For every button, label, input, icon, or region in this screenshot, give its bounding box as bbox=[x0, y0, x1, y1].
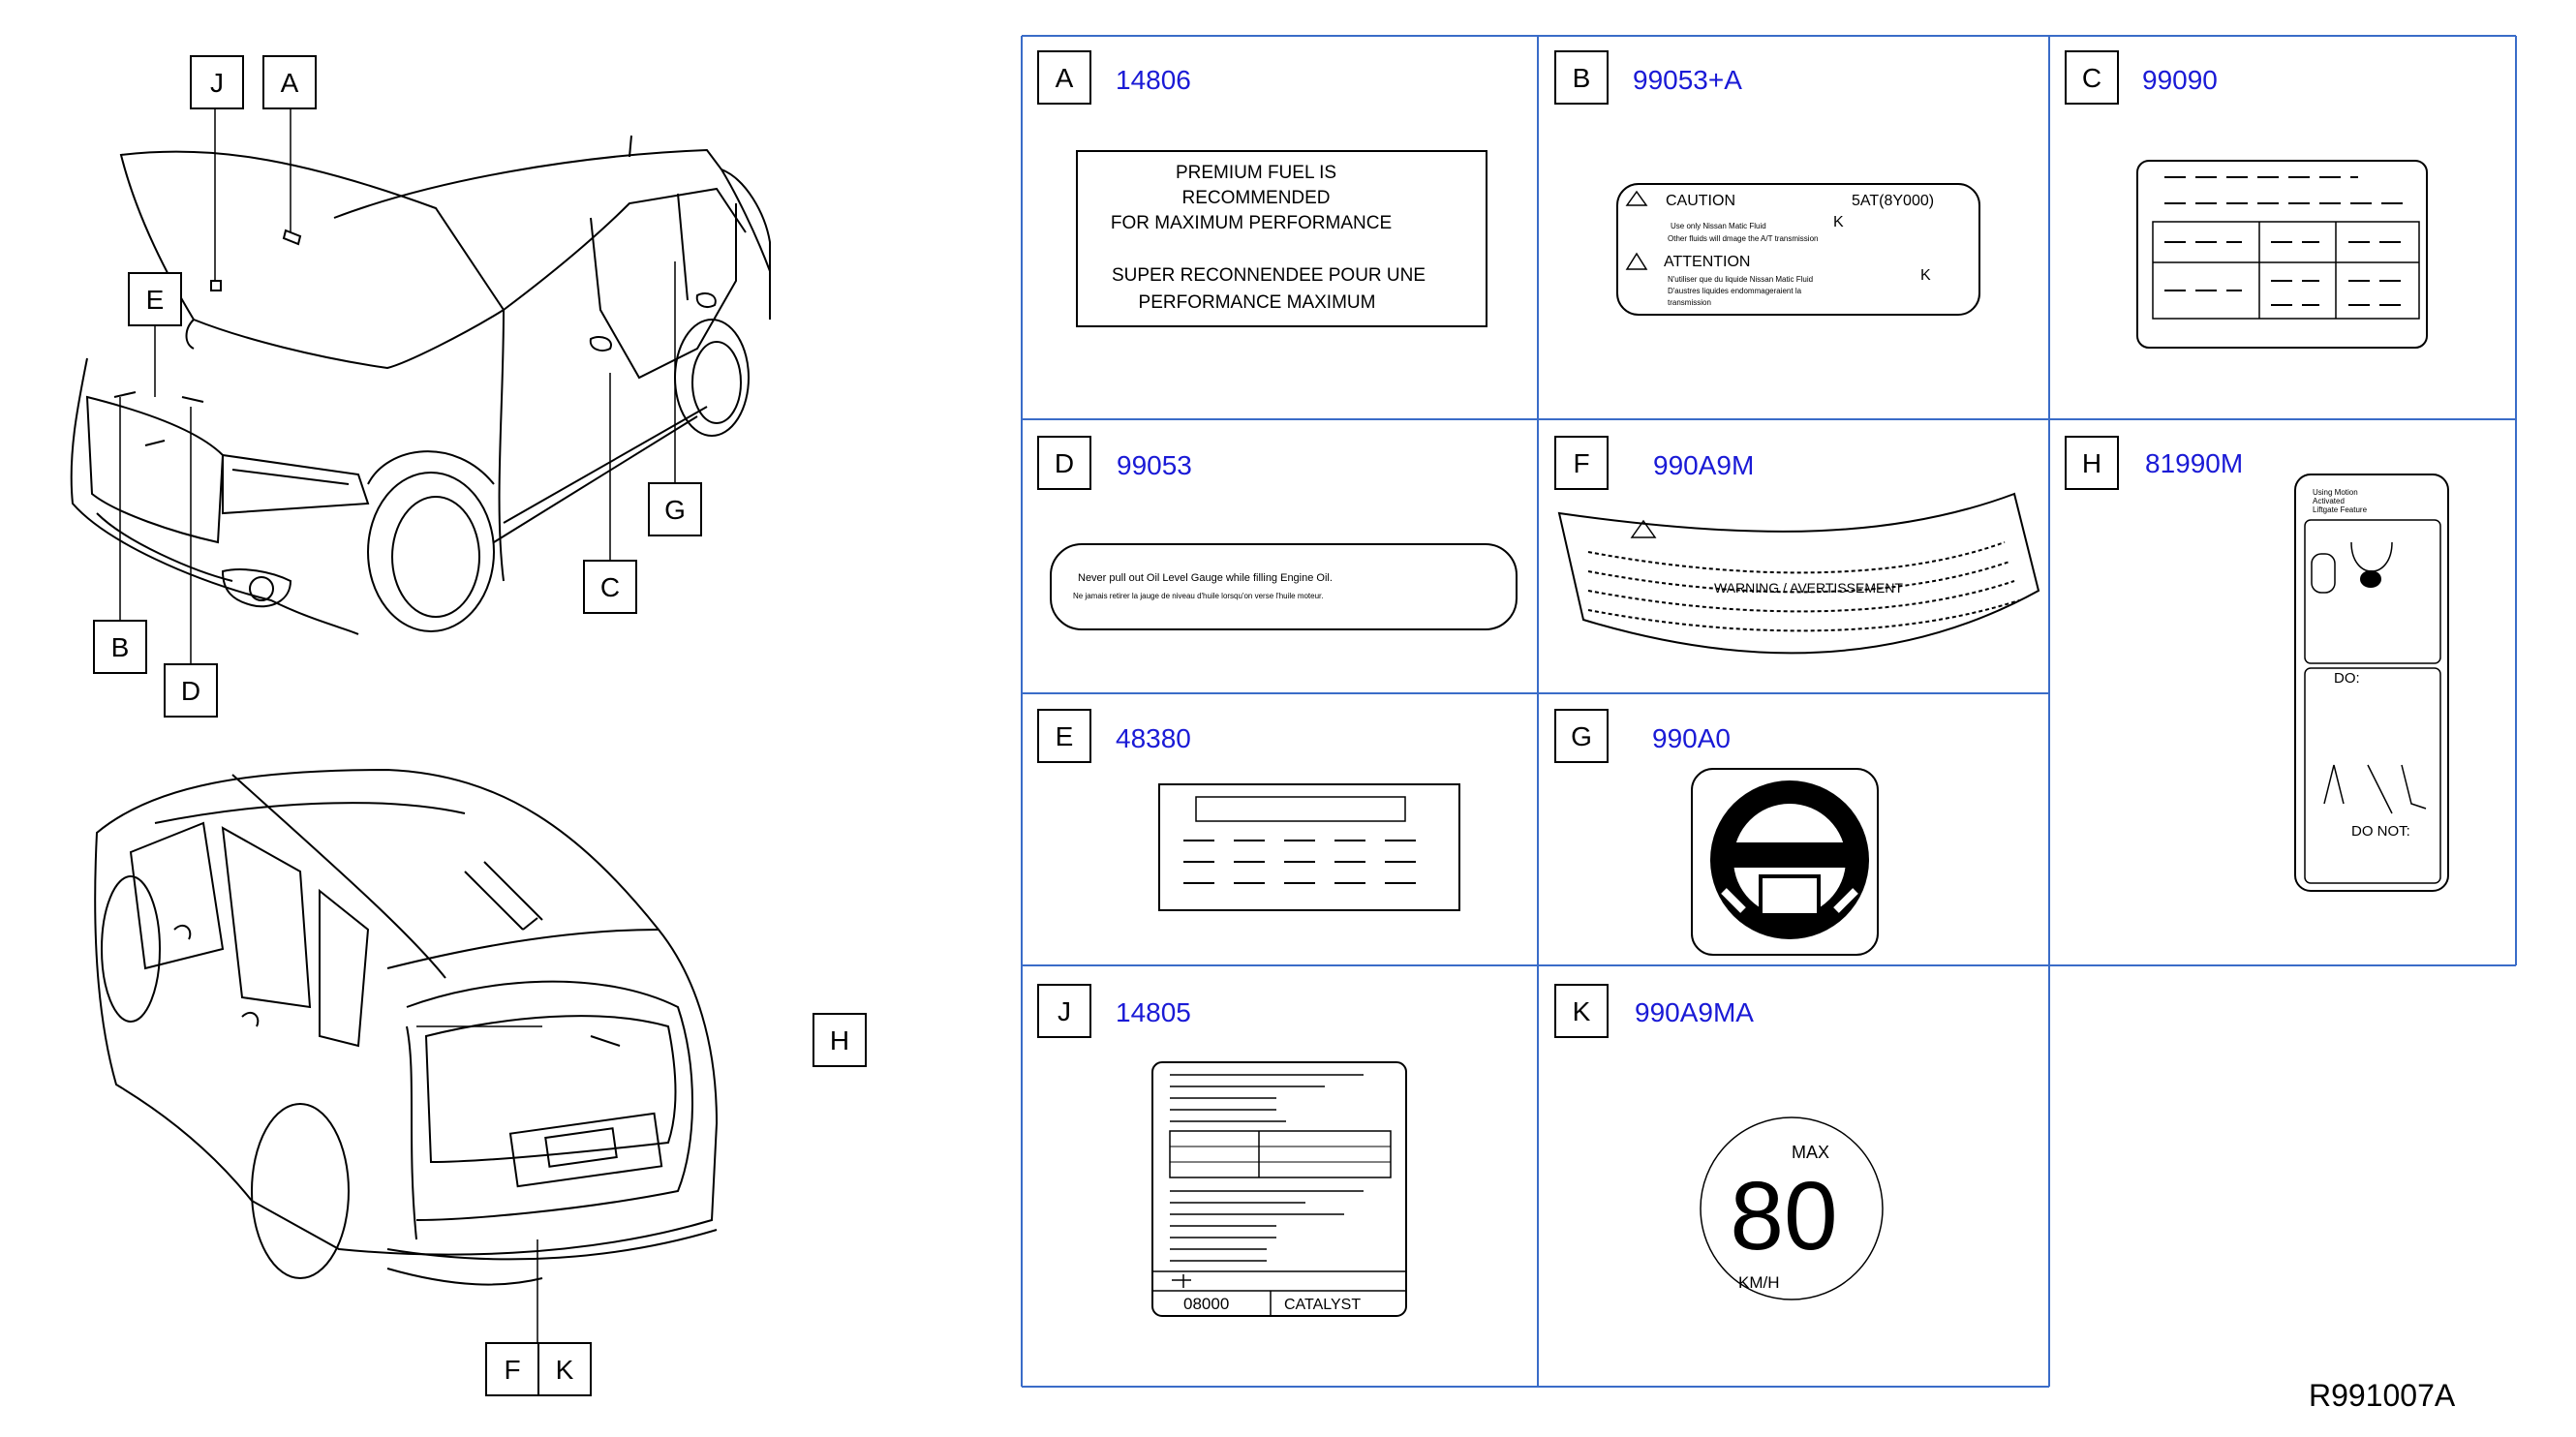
callout-g bbox=[648, 482, 702, 536]
cell-j-letter: J bbox=[1058, 996, 1071, 1026]
vehicle-rear-illustration bbox=[94, 768, 719, 1286]
callout-k-text: K bbox=[556, 1355, 574, 1385]
callout-d-text: D bbox=[181, 676, 200, 706]
label-j-catalyst: CATALYST bbox=[1284, 1297, 1361, 1313]
cell-d-letter-box bbox=[1037, 436, 1091, 490]
label-f-artwork bbox=[1557, 492, 2040, 655]
label-a-line3: FOR MAXIMUM PERFORMANCE bbox=[1111, 213, 1392, 233]
cell-j-letter-box bbox=[1037, 984, 1091, 1038]
callout-a-text: A bbox=[281, 68, 299, 98]
callout-f bbox=[485, 1342, 539, 1396]
callout-d bbox=[164, 663, 218, 718]
cell-c-letter: C bbox=[2082, 63, 2101, 93]
cell-h-letter-box bbox=[2065, 436, 2119, 490]
label-b-attention-k: K bbox=[1920, 267, 1931, 284]
label-b-caution-k: K bbox=[1833, 214, 1844, 230]
label-b-attention-line2: D'austres liquides endommageraient la bbox=[1668, 287, 1802, 295]
label-k-artwork bbox=[1700, 1116, 1884, 1300]
label-a-artwork bbox=[1076, 150, 1487, 327]
label-h-top1: Using Motion bbox=[2313, 488, 2358, 497]
label-h-top2: Activated bbox=[2313, 497, 2345, 505]
cell-d-part-number: 99053 bbox=[1117, 450, 1192, 480]
label-f-heading: WARNING / AVERTISSEMENT bbox=[1714, 580, 1903, 596]
cell-a-part-number: 14806 bbox=[1116, 65, 1191, 95]
cell-h-letter: H bbox=[2082, 448, 2101, 478]
callout-b-text: B bbox=[111, 632, 130, 662]
label-b-code: 5AT(8Y000) bbox=[1852, 193, 1934, 209]
cell-d-letter: D bbox=[1055, 448, 1074, 478]
cell-h-part-number: 81990M bbox=[2145, 448, 2243, 478]
label-c-artwork bbox=[2136, 160, 2428, 349]
label-h-top3: Liftgate Feature bbox=[2313, 505, 2368, 514]
callout-a bbox=[262, 55, 317, 109]
callout-h bbox=[813, 1013, 867, 1067]
label-b-attention-line1: N'utiliser que du liquide Nissan Matic F… bbox=[1668, 275, 1813, 284]
label-b-caution-line2: Other fluids will dmage the A/T transmis… bbox=[1668, 234, 1818, 243]
callout-j-text: J bbox=[210, 68, 224, 98]
label-b-attention: ATTENTION bbox=[1664, 254, 1750, 270]
callout-f-text: F bbox=[504, 1355, 520, 1385]
label-b-caution: CAUTION bbox=[1666, 193, 1735, 209]
callout-e-text: E bbox=[146, 285, 165, 315]
label-h-artwork bbox=[2294, 474, 2449, 892]
label-j-code: 08000 bbox=[1183, 1295, 1229, 1313]
label-h-do: DO: bbox=[2334, 670, 2360, 687]
label-k-unit: KM/H bbox=[1738, 1273, 1780, 1292]
label-a-line1: PREMIUM FUEL IS bbox=[1176, 163, 1336, 183]
label-g-artwork bbox=[1691, 768, 1879, 956]
cell-e-letter-box bbox=[1037, 709, 1091, 763]
callout-c bbox=[583, 560, 637, 614]
label-e-artwork bbox=[1158, 783, 1460, 911]
cell-e-letter: E bbox=[1056, 721, 1074, 751]
callout-c-text: C bbox=[600, 572, 620, 602]
label-a-line2: RECOMMENDED bbox=[1181, 188, 1330, 208]
cell-g-letter-box bbox=[1554, 709, 1609, 763]
label-k-max: MAX bbox=[1792, 1143, 1829, 1162]
label-b-attention-line3: transmission bbox=[1668, 298, 1711, 307]
cell-c-part-number: 99090 bbox=[2142, 65, 2218, 95]
label-grid bbox=[1021, 35, 2517, 1388]
label-k-speed: 80 bbox=[1730, 1162, 1837, 1270]
diagram-reference-code: R991007A bbox=[2309, 1378, 2456, 1413]
label-b-caution-line1: Use only Nissan Matic Fluid bbox=[1671, 222, 1766, 230]
label-d-line2: Ne jamais retirer la jauge de niveau d'h… bbox=[1073, 592, 1324, 600]
cell-e-part-number: 48380 bbox=[1116, 723, 1191, 753]
callout-j bbox=[190, 55, 244, 109]
callout-k bbox=[537, 1342, 592, 1396]
label-d-line1: Never pull out Oil Level Gauge while fil… bbox=[1078, 572, 1333, 584]
cell-k-letter: K bbox=[1573, 996, 1591, 1026]
callout-g-text: G bbox=[664, 495, 686, 525]
label-b-artwork bbox=[1616, 183, 1980, 316]
vehicle-front-illustration bbox=[70, 135, 771, 635]
callout-h-text: H bbox=[830, 1025, 849, 1055]
cell-a-letter-box bbox=[1037, 50, 1091, 105]
cell-a-letter: A bbox=[1056, 63, 1074, 93]
cell-k-letter-box bbox=[1554, 984, 1609, 1038]
cell-b-letter-box bbox=[1554, 50, 1609, 105]
label-a-line4: SUPER RECONNENDEE POUR UNE bbox=[1112, 265, 1426, 286]
cell-j-part-number: 14805 bbox=[1116, 997, 1191, 1027]
label-h-do-not: DO NOT: bbox=[2351, 823, 2410, 840]
cell-f-part-number: 990A9M bbox=[1653, 450, 1754, 480]
label-d-artwork bbox=[1050, 543, 1518, 630]
cell-g-part-number: 990A0 bbox=[1652, 723, 1731, 753]
cell-f-letter-box bbox=[1554, 436, 1609, 490]
front-callout-leaders bbox=[119, 107, 676, 1351]
cell-b-part-number: 99053+A bbox=[1633, 65, 1742, 95]
cell-c-letter-box bbox=[2065, 50, 2119, 105]
callout-e bbox=[128, 272, 182, 326]
cell-g-letter: G bbox=[1571, 721, 1592, 751]
cell-b-letter: B bbox=[1573, 63, 1591, 93]
cell-f-letter: F bbox=[1573, 448, 1589, 478]
label-j-artwork bbox=[1151, 1061, 1407, 1317]
cell-k-part-number: 990A9MA bbox=[1635, 997, 1754, 1027]
callout-b bbox=[93, 620, 147, 674]
label-a-line5: PERFORMANCE MAXIMUM bbox=[1139, 292, 1376, 313]
